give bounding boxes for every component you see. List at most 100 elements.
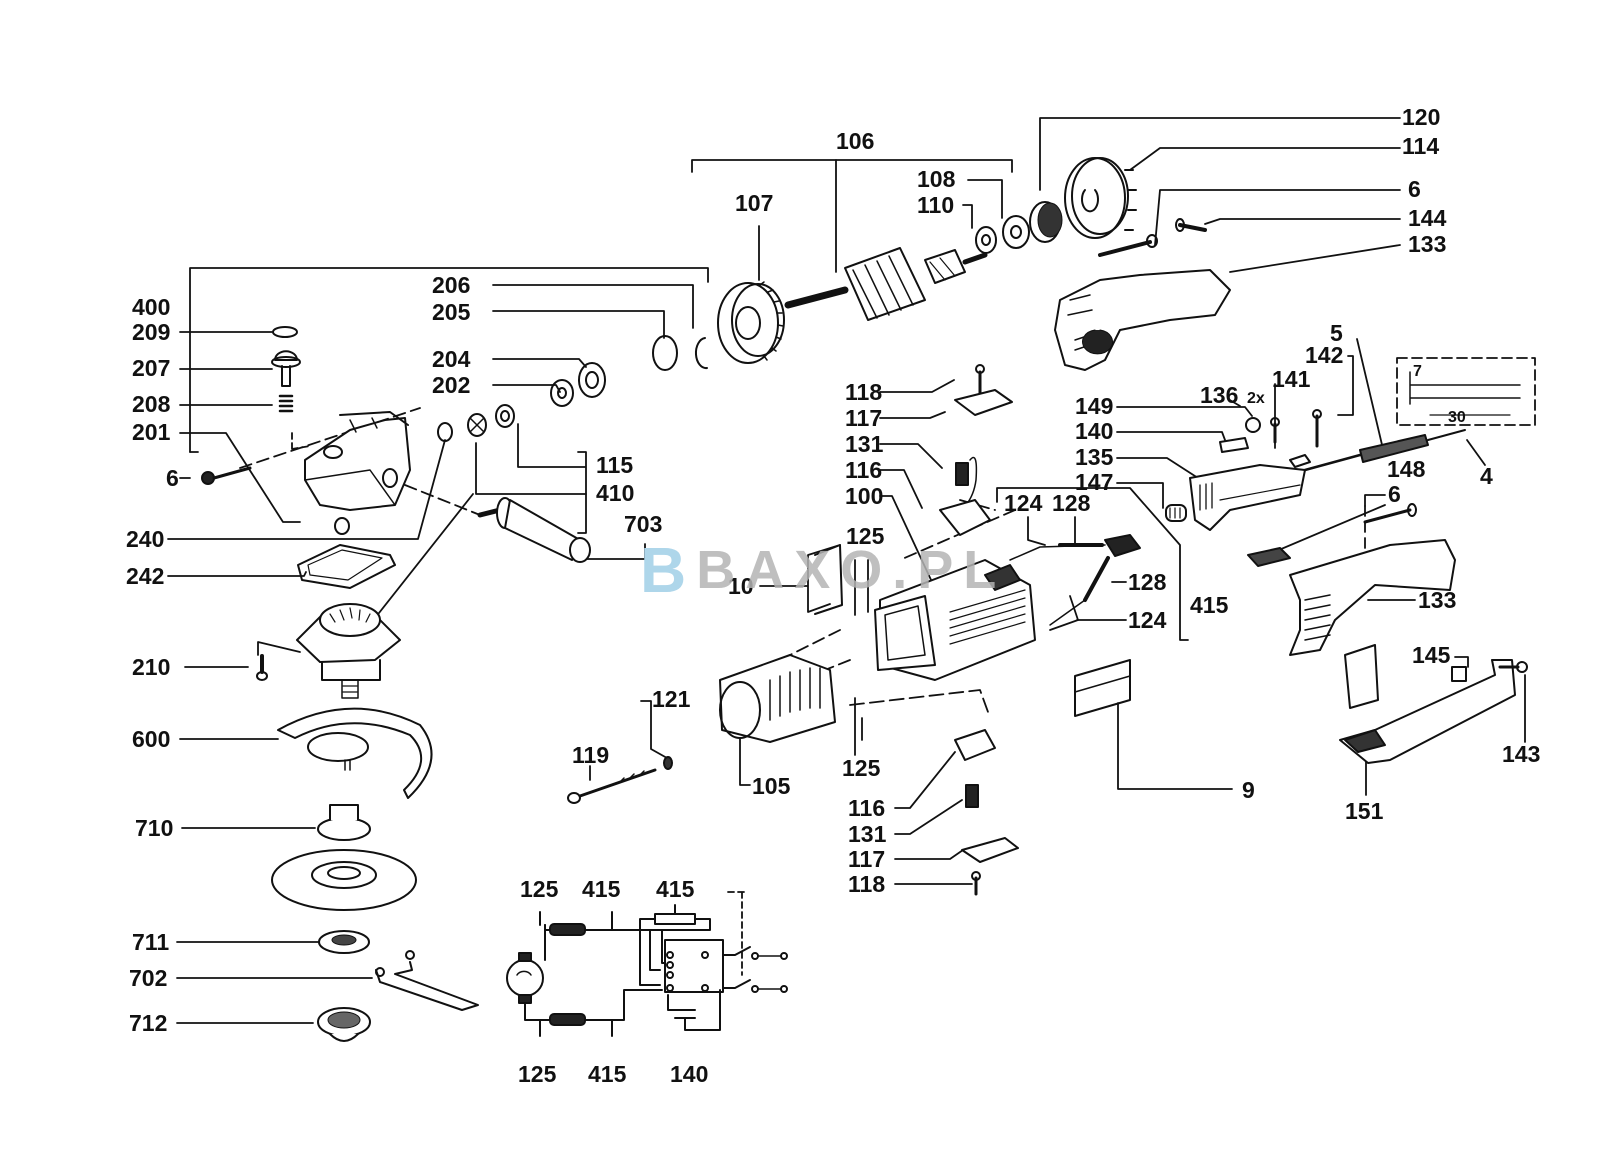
part-240-nut — [334, 517, 350, 535]
label-712: 712 — [129, 1010, 168, 1036]
label-106: 106 — [836, 128, 875, 154]
label-147: 147 — [1075, 469, 1114, 495]
part-4-5-cable — [1303, 429, 1466, 472]
wiring-label-415-top-right: 415 — [656, 876, 695, 902]
part-142-screw — [1312, 409, 1322, 448]
label-117-lower: 117 — [848, 846, 886, 872]
part-118-screw-upper — [975, 364, 985, 397]
bracket-10 — [759, 544, 841, 613]
leader-410 — [475, 442, 587, 495]
part-135-switch — [1189, 464, 1306, 531]
part-202-bearing — [550, 379, 574, 407]
leader-149 — [1116, 406, 1253, 417]
label-133-upper: 133 — [1408, 231, 1447, 257]
leader-410-gear — [374, 493, 474, 619]
leader-116b — [894, 751, 956, 809]
leader-118a — [879, 379, 955, 393]
label-145: 145 — [1412, 642, 1451, 668]
label-208: 208 — [132, 391, 171, 417]
label-136: 136 — [1200, 382, 1239, 408]
part-nut-small — [437, 422, 453, 442]
label-6-upper: 6 — [1408, 176, 1421, 202]
label-410: 410 — [596, 480, 635, 506]
label-115: 115 — [596, 452, 634, 478]
leader-204 — [492, 358, 587, 368]
label-400: 400 — [132, 294, 171, 320]
part-9-label — [1074, 659, 1131, 717]
cable-detail-box — [1396, 357, 1536, 426]
label-151: 151 — [1345, 798, 1384, 824]
wiring-label-140-bottom: 140 — [670, 1061, 709, 1087]
part-206-retaining-ring — [694, 337, 708, 370]
label-140: 140 — [1075, 418, 1114, 444]
assembly-line-703 — [404, 484, 481, 516]
label-600: 600 — [132, 726, 171, 752]
label-118-lower: 118 — [848, 871, 886, 897]
watermark: B BAXO.PL — [640, 538, 1007, 602]
part-207-spindle-lock — [271, 350, 301, 387]
part-10-label — [814, 544, 843, 615]
label-204: 204 — [432, 346, 471, 372]
leader-114 — [1129, 147, 1401, 171]
label-710: 710 — [135, 815, 174, 841]
part-grinding-disc — [271, 849, 417, 911]
part-143-screw — [1498, 661, 1528, 673]
watermark-text: BAXO.PL — [696, 540, 1007, 600]
part-148-switch-button — [1247, 547, 1291, 567]
label-131-upper: 131 — [845, 431, 884, 457]
label-711: 711 — [132, 929, 170, 955]
part-120-bearing-ring — [1029, 201, 1063, 243]
leader-117a — [879, 411, 946, 419]
label-133-lower: 133 — [1418, 587, 1457, 613]
part-242-gasket — [297, 544, 396, 589]
label-128-upper: 128 — [1052, 490, 1091, 516]
label-128-lower: 128 — [1128, 569, 1167, 595]
label-207: 207 — [132, 355, 171, 381]
leader-703 — [581, 543, 646, 560]
label-6-right: 6 — [1388, 481, 1401, 507]
label-124-upper: 124 — [1004, 490, 1043, 516]
leader-145 — [1454, 656, 1469, 668]
part-117-brush-cover-upper — [954, 389, 1013, 416]
label-702: 702 — [129, 965, 168, 991]
part-124-128-leads — [1009, 534, 1141, 626]
part-6-screw-upper — [1098, 240, 1152, 257]
label-143: 143 — [1502, 741, 1541, 767]
leader-117b — [894, 849, 964, 860]
label-205: 205 — [432, 299, 471, 325]
part-118-screw-lower — [971, 871, 981, 896]
part-117-brush-cover-lower — [961, 837, 1019, 863]
part-131-carbon-brush-lower — [965, 784, 979, 808]
part-bearing-ring — [495, 404, 515, 428]
leader-144 — [1204, 218, 1401, 225]
label-131-lower: 131 — [848, 821, 887, 847]
part-115-gear — [467, 413, 487, 437]
wiring-label-125-bottom: 125 — [518, 1061, 557, 1087]
label-30: 30 — [1448, 409, 1466, 426]
leader-240 — [167, 439, 446, 540]
leader-140 — [1116, 431, 1226, 441]
label-105: 105 — [752, 773, 791, 799]
part-6-screw-left — [201, 466, 252, 485]
leader-115 — [517, 423, 586, 468]
leader-6c — [1364, 494, 1386, 507]
part-140-capacitor — [1219, 437, 1249, 453]
label-9: 9 — [1242, 777, 1255, 803]
part-209-ring — [272, 326, 298, 338]
label-242: 242 — [126, 563, 165, 589]
leader-6a — [1154, 189, 1401, 246]
part-711-outer-flange — [318, 930, 370, 954]
label-117-upper: 117 — [845, 405, 883, 431]
wiring-label-125-top: 125 — [520, 876, 559, 902]
parts — [201, 157, 1536, 1042]
assembly-line-6b — [239, 407, 421, 469]
label-107: 107 — [735, 190, 774, 216]
part-vent-grille — [1344, 644, 1379, 709]
label-206: 206 — [432, 272, 471, 298]
label-202: 202 — [432, 372, 471, 398]
part-712-quick-nut — [317, 1007, 371, 1042]
part-703-side-handle — [477, 497, 591, 563]
part-106-armature — [784, 247, 988, 321]
part-147-lock-on-button — [1165, 504, 1187, 522]
leader-125b — [854, 697, 863, 756]
